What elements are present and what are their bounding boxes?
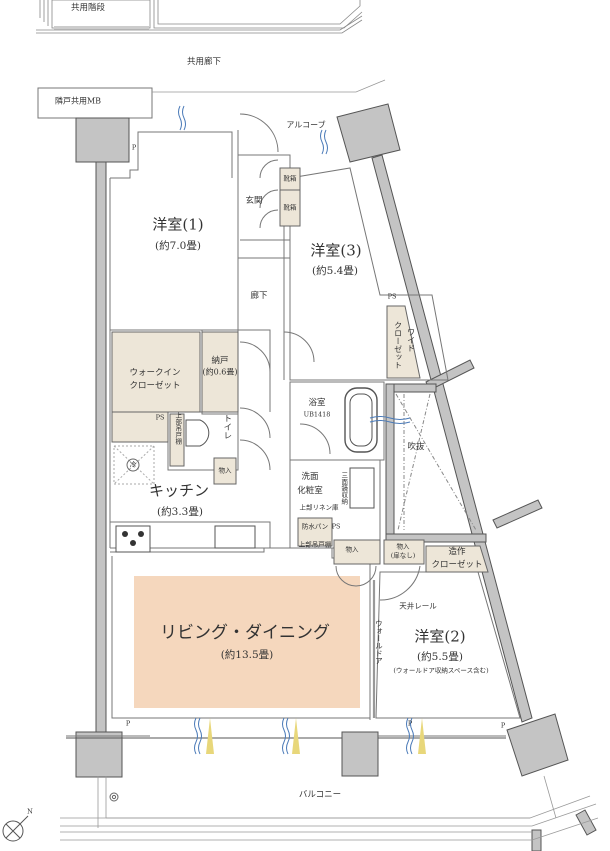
p-mark-4: P bbox=[407, 719, 413, 728]
hallway-label: 廊下 bbox=[250, 291, 268, 302]
storage-areas bbox=[111, 167, 489, 573]
ps-label-1: PS bbox=[387, 292, 397, 301]
bath-name: 浴室 bbox=[308, 398, 326, 409]
bath-model: UB1418 bbox=[303, 410, 331, 419]
room-western-3-size: (約5.4畳) bbox=[312, 264, 358, 277]
balcony-label: バルコニー bbox=[298, 790, 342, 801]
storage-nodoor-note: (扉なし) bbox=[390, 551, 416, 560]
ldk-highlight bbox=[134, 576, 360, 708]
washroom-label-1: 洗面 bbox=[301, 472, 319, 483]
neighbor-mb-label: 隣戸共用MB bbox=[54, 96, 102, 106]
linen-label: 上部リネン庫 bbox=[299, 503, 339, 512]
p-mark-3: P bbox=[500, 721, 506, 730]
balcony-rails bbox=[60, 775, 599, 841]
p-mark-1: P bbox=[131, 143, 137, 152]
stove-burners bbox=[122, 531, 144, 546]
toilet-cabinet-label: 上部吊戸棚 bbox=[173, 411, 182, 445]
room-western-2-note: (ウォールドア収納スペース含む) bbox=[393, 666, 489, 675]
fixtures bbox=[113, 113, 477, 601]
alcove-label: アルコーブ bbox=[286, 120, 326, 130]
compass-icon bbox=[2, 815, 29, 842]
storage-kitchen-label: 物入 bbox=[218, 466, 232, 475]
common-corridor-label: 共用廊下 bbox=[186, 57, 222, 68]
toilet-label: トイレ bbox=[221, 414, 232, 440]
wide-closet-label-1: ワイド bbox=[406, 328, 416, 352]
common-stairs-label: 共用階段 bbox=[70, 3, 106, 14]
ps-label-2: PS bbox=[155, 413, 165, 422]
entrance-label: 玄関 bbox=[245, 196, 263, 207]
light-icons bbox=[206, 718, 426, 754]
wall-door-label: ウォールドア bbox=[374, 619, 384, 665]
built-in-closet-label-2: クローゼット bbox=[431, 560, 483, 571]
void-label: 吹抜 bbox=[407, 442, 425, 453]
ps-label-3: PS bbox=[331, 522, 341, 531]
storage-nodoor-label: 物入 bbox=[396, 542, 410, 551]
built-in-closet-label-1: 造作 bbox=[448, 547, 466, 558]
waterproof-pan-label: 防水パン bbox=[301, 522, 329, 531]
compass-north-label: N bbox=[27, 807, 33, 816]
room-western-1-name: 洋室(1) bbox=[152, 215, 204, 234]
ceiling-rail-label: 天井レール bbox=[399, 601, 437, 611]
window-line bbox=[66, 735, 506, 739]
wide-closet-label-2: クローゼット bbox=[393, 321, 403, 369]
shoe-box-2-label: 靴箱 bbox=[283, 203, 297, 212]
structural-walls bbox=[75, 103, 597, 851]
washroom-label-2: 化粧室 bbox=[297, 486, 323, 497]
laundry-cabinet-label: 上部吊戸棚 bbox=[298, 540, 332, 549]
nando-name: 納戸 bbox=[211, 356, 229, 367]
ldk-name: リビング・ダイニング bbox=[160, 623, 330, 644]
room-western-3-name: 洋室(3) bbox=[310, 241, 362, 260]
p-mark-2: P bbox=[125, 719, 131, 728]
drain-icon bbox=[109, 792, 119, 802]
storage-wash-label: 物入 bbox=[345, 545, 359, 554]
kitchen-name: キッチン bbox=[148, 481, 210, 500]
wic-label-2: クローゼット bbox=[129, 381, 181, 392]
nando-size: (約0.6畳) bbox=[202, 367, 238, 377]
three-side-storage-label: 三面鏡収納 bbox=[339, 471, 348, 505]
room-western-1-size: (約7.0畳) bbox=[155, 239, 201, 252]
ventilation-icons bbox=[178, 105, 414, 755]
kitchen-size: (約3.3畳) bbox=[157, 505, 203, 518]
ldk-size: (約13.5畳) bbox=[220, 648, 274, 661]
shoe-box-1-label: 靴箱 bbox=[283, 174, 297, 183]
room-western-2-size: (約5.5畳) bbox=[417, 650, 463, 663]
wic-label-1: ウォークイン bbox=[129, 368, 181, 379]
fridge-label: 冷 bbox=[129, 460, 137, 469]
room-western-2-name: 洋室(2) bbox=[414, 627, 466, 646]
common-stairs-outline bbox=[36, 0, 363, 34]
